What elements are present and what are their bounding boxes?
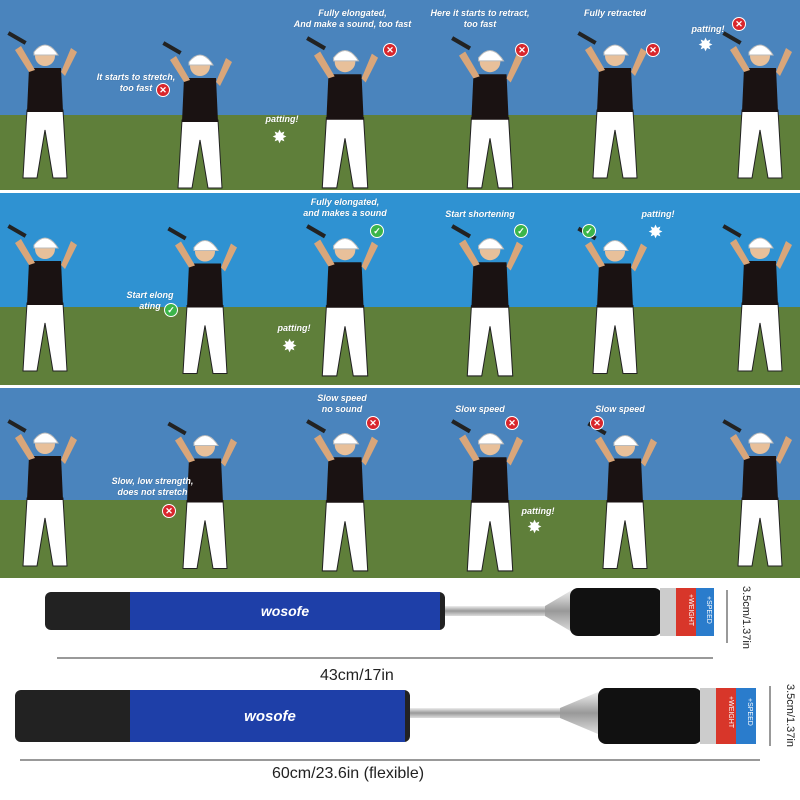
swing-row-1: It starts to stretch, too fast Fully elo… <box>0 0 800 190</box>
x-circle-icon: ✕ <box>590 416 604 430</box>
grass <box>0 307 800 385</box>
shaft <box>440 606 550 616</box>
burst-icon: ✸ <box>282 336 298 356</box>
weight-label: +WEIGHT <box>727 696 734 729</box>
patting-label: patting! <box>277 323 311 333</box>
speed-label: +SPEED <box>746 698 753 726</box>
diameter-label-long: 3.5cm/1.37in <box>784 684 796 747</box>
weight-label: +WEIGHT <box>687 594 694 627</box>
weight-ring <box>716 688 736 744</box>
burst-icon: ✸ <box>698 35 714 55</box>
speed-ring <box>736 688 756 744</box>
caption-shortening: Start shortening <box>445 209 515 219</box>
caption-slow-speed: Slow speed <box>595 404 645 414</box>
x-circle-icon: ✕ <box>162 504 176 518</box>
patting-label: patting! <box>521 506 555 516</box>
trainer-long: wosofe +WEIGHT +SPEED <box>15 686 771 761</box>
caption-elongated: Fully elongated, and makes a sound <box>303 197 387 218</box>
length-label-short: 43cm/17in <box>320 667 394 684</box>
caption-slow-low-strength: Slow, low strength, does not stretch <box>111 476 194 497</box>
row-3-scene <box>0 388 800 578</box>
row-1-scene <box>0 0 800 190</box>
brand-logo: wosofe <box>244 708 296 725</box>
patting-label: patting! <box>265 114 299 124</box>
burst-icon: ✸ <box>527 517 543 537</box>
ring-silver <box>660 588 676 636</box>
patting-label: patting! <box>641 209 675 219</box>
caption-elongated: Fully elongated, And make a sound, too f… <box>293 8 412 29</box>
burst-icon: ✸ <box>272 127 288 147</box>
x-circle-icon: ✕ <box>732 17 746 31</box>
ring-silver <box>700 688 716 744</box>
caption-stretch: It starts to stretch, too fast <box>96 72 176 93</box>
x-circle-icon: ✕ <box>366 416 380 430</box>
sky <box>0 193 800 307</box>
shaft <box>405 708 565 718</box>
foam-handle <box>598 688 702 744</box>
check-circle-icon: ✓ <box>582 224 596 238</box>
sky <box>0 388 800 500</box>
caption-start-elongating: Start elong ating <box>126 290 174 311</box>
x-circle-icon: ✕ <box>505 416 519 430</box>
caption-slow-speed: Slow speed <box>455 404 505 414</box>
x-circle-icon: ✕ <box>156 83 170 97</box>
x-circle-icon: ✕ <box>646 43 660 57</box>
diameter-label-short: 3.5cm/1.37in <box>740 586 752 649</box>
swing-row-3: Slow, low strength, does not stretch Slo… <box>0 388 800 578</box>
foam-handle <box>570 588 662 636</box>
grip-blue-section <box>130 690 405 742</box>
cone <box>545 590 572 632</box>
grass <box>0 115 800 190</box>
sky <box>0 0 800 115</box>
cone <box>560 692 598 734</box>
brand-logo: wosofe <box>261 603 309 619</box>
grip-blue-section <box>130 592 440 630</box>
patting-label: patting! <box>691 24 725 34</box>
row-2-scene <box>0 193 800 385</box>
swing-row-2: Start elong ating Fully elongated, and m… <box>0 193 800 385</box>
check-circle-icon: ✓ <box>514 224 528 238</box>
caption-retract: Here it starts to retract, too fast <box>430 8 530 29</box>
speed-label: +SPEED <box>705 596 712 624</box>
products-area: wosofe +WEIGHT +SPEED wosofe +WEIGHT +SP… <box>15 588 771 761</box>
caption-slow-no-sound: Slow speed no sound <box>317 393 367 414</box>
check-circle-icon: ✓ <box>370 224 384 238</box>
caption-retracted: Fully retracted <box>583 8 647 18</box>
trainer-short: wosofe +WEIGHT +SPEED <box>45 588 728 659</box>
x-circle-icon: ✕ <box>383 43 397 57</box>
x-circle-icon: ✕ <box>515 43 529 57</box>
check-circle-icon: ✓ <box>164 303 178 317</box>
weight-ring <box>676 588 696 636</box>
length-label-long: 60cm/23.6in (flexible) <box>272 765 425 782</box>
speed-ring <box>696 588 714 636</box>
grass <box>0 500 800 578</box>
burst-icon: ✸ <box>648 222 664 242</box>
